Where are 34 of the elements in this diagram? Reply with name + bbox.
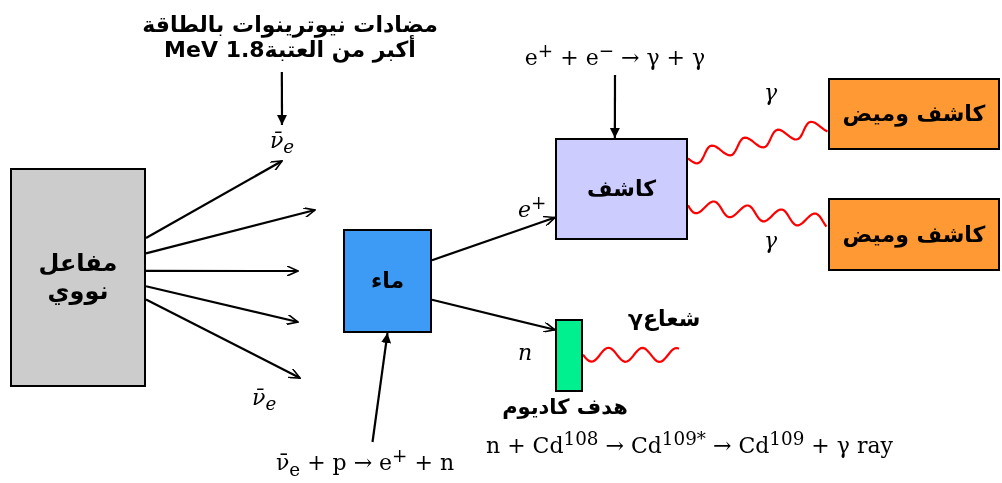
arrow	[145, 207, 316, 255]
arrow	[371, 332, 392, 443]
wavy-line	[687, 120, 828, 165]
wavy-line	[687, 200, 828, 228]
arrow	[146, 265, 299, 277]
annotation-text: مضادات نيوترينوات بالطاقة أكبر من العتبة1.8 MeV	[120, 2, 460, 72]
scintillation-detector	[828, 198, 1000, 271]
particle-label: ν̄$_{e}$	[252, 385, 277, 415]
water-tank	[343, 229, 432, 333]
edge-label: n	[518, 340, 533, 365]
edge-label: γ	[764, 80, 778, 105]
edge-label: γ	[764, 228, 778, 253]
particle-label: ν̄$_{e}$	[262, 125, 302, 161]
target-label: هدف كاديوم	[501, 395, 629, 420]
reactor-box	[10, 168, 146, 387]
box-label: مفاعل نووي	[37, 249, 119, 306]
box-label: كاشف وميض	[842, 101, 986, 127]
box-label: ماء	[370, 268, 405, 294]
arrow	[431, 298, 556, 333]
box-label: كاشف وميض	[842, 221, 986, 248]
arrow	[145, 160, 283, 240]
reaction-equation: e$^{+}$ + e$^{−}$ → γ + γ	[490, 35, 740, 75]
arrow	[145, 285, 299, 326]
wavy-line	[582, 346, 680, 363]
box-label: كاشف	[587, 176, 656, 202]
arrow	[431, 215, 556, 262]
arrow	[276, 72, 287, 125]
edge-label: e$^{+}$	[518, 192, 547, 223]
detector-box	[555, 138, 688, 240]
arrow	[145, 298, 301, 379]
arrow	[609, 75, 620, 138]
edge-label: شعاعγ	[628, 306, 701, 332]
scintillation-detector	[828, 78, 1000, 150]
reaction-equation: n + Cd$^{108}$ → Cd$^{109*}$ → Cd$^{109}$ + γ ray	[486, 428, 893, 459]
